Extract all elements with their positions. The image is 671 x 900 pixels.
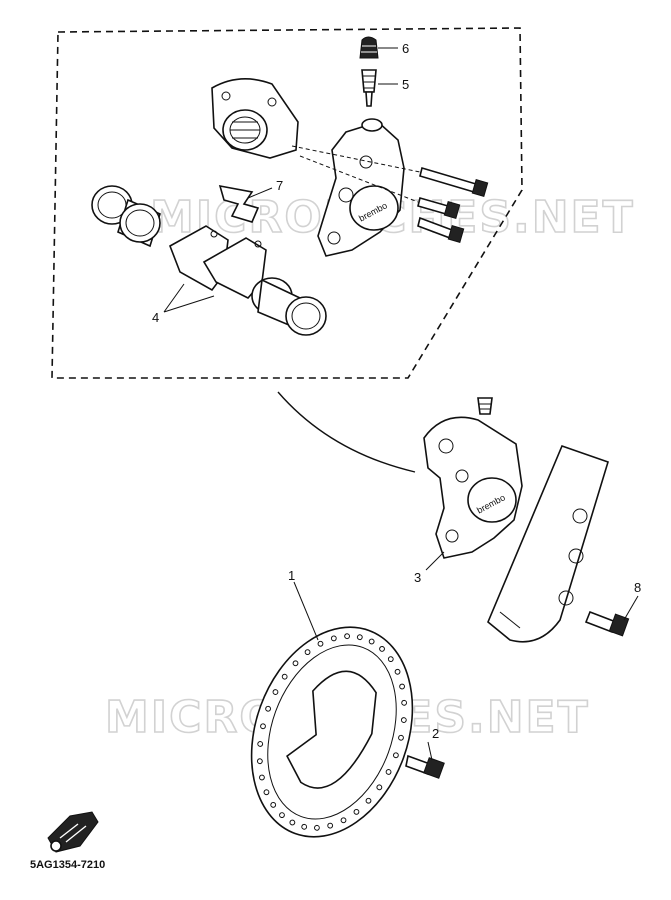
callout-1: 1 [288, 568, 295, 583]
disc-hole [353, 808, 360, 815]
disc-hole [256, 758, 263, 765]
disc-hole [263, 789, 270, 796]
disc-hole [399, 683, 405, 690]
disc-hole [304, 649, 311, 656]
disc-hole [344, 633, 350, 640]
caliper-outer-half [211, 78, 299, 159]
bleed-screw-cap [359, 36, 379, 59]
disc-holes [256, 633, 408, 831]
caliper-mounting-bolt [584, 610, 630, 637]
disc-hole [314, 824, 320, 831]
disc-hole [392, 752, 399, 759]
exploded-view-boundary [51, 27, 523, 379]
disc-hole [356, 634, 363, 641]
connector-curve [277, 391, 416, 473]
disc-hole [272, 689, 279, 695]
disc-hole [281, 673, 288, 680]
disc-hole [376, 784, 383, 791]
callout-4: 4 [152, 310, 159, 325]
disc-hole [365, 797, 372, 804]
disc-hole [327, 822, 334, 829]
callout-8: 8 [634, 580, 641, 595]
disc-hole [385, 769, 392, 775]
callout-2: 2 [432, 726, 439, 741]
disc-hole [265, 705, 272, 712]
piston-seal-right [251, 277, 327, 336]
callout-7: 7 [276, 178, 283, 193]
disc-hole [279, 812, 285, 818]
disc-hole [301, 823, 308, 830]
bleed-screw [361, 69, 377, 107]
piston-seal-left [91, 185, 161, 248]
caliper-bolts [291, 145, 489, 244]
disc-hole [340, 817, 347, 824]
disc-hole [289, 819, 296, 826]
callout-3: 3 [414, 570, 421, 585]
brake-disc [250, 626, 414, 838]
motorcycle-model-icon [47, 811, 99, 853]
leader-lines [163, 47, 639, 761]
disc-hole [257, 741, 264, 747]
diagram-code: 5AG1354-7210 [30, 859, 105, 871]
front-fork-leg [487, 444, 609, 643]
disc-hole [259, 774, 265, 781]
disc-hole [368, 638, 375, 645]
disc-hole [270, 801, 277, 808]
pad-spring [218, 184, 260, 223]
disc-hole [401, 699, 408, 706]
callout-5: 5 [402, 77, 409, 92]
disc-hole [394, 668, 401, 675]
disc-hole [379, 646, 385, 652]
brake-pads [169, 225, 267, 299]
disc-hole [398, 734, 404, 741]
disc-hole [317, 640, 324, 647]
disc-hole [400, 717, 407, 723]
caliper-assembly: brembo [423, 397, 523, 559]
callout-6: 6 [402, 41, 409, 56]
disc-hole [387, 656, 394, 663]
disc-hole [292, 660, 299, 667]
disc-hole [330, 635, 337, 642]
disc-hole [260, 723, 266, 730]
disc-bolt [405, 754, 445, 779]
caliper-inner-half: brembo [317, 118, 405, 257]
